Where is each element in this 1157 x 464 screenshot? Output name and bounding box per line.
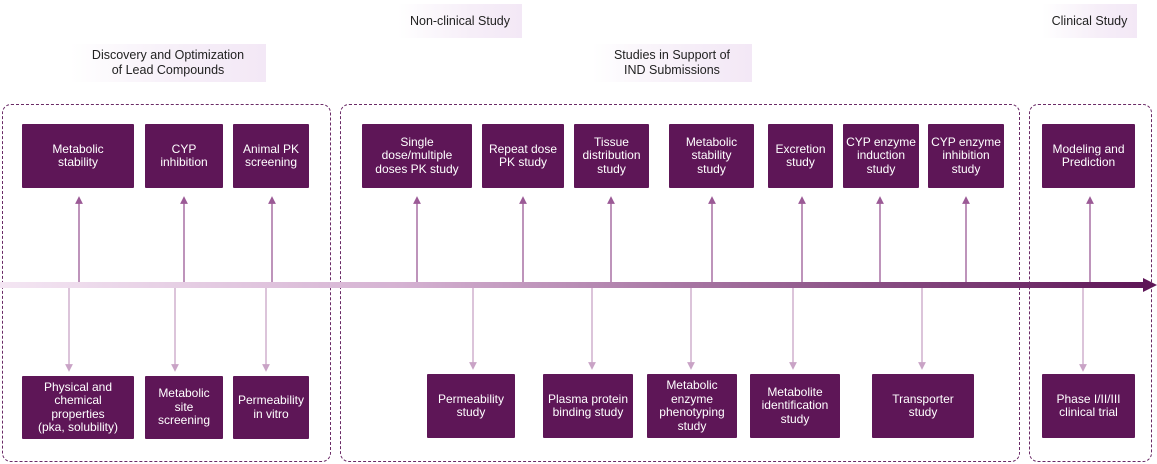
box-metabolic-site-screening: Metabolic site screening xyxy=(145,376,223,439)
box-transporter-study: Transporter study xyxy=(872,374,974,438)
box-excretion-study: Excretion study xyxy=(768,124,833,188)
header-discovery: Discovery and Optimization of Lead Compo… xyxy=(70,44,266,82)
box-modeling-prediction: Modeling and Prediction xyxy=(1042,124,1135,188)
box-metabolic-stability-study: Metabolic stability study xyxy=(669,124,754,188)
box-tissue-distribution: Tissue distribution study xyxy=(574,124,649,188)
box-metabolic-stability: Metabolic stability xyxy=(22,124,134,188)
timeline-bar xyxy=(0,282,1145,288)
box-cyp-enzyme-induction: CYP enzyme induction study xyxy=(843,124,919,188)
box-clinical-trial: Phase I/II/III clinical trial xyxy=(1042,374,1135,438)
box-plasma-protein-binding: Plasma protein binding study xyxy=(543,374,633,438)
timeline-arrowhead xyxy=(1143,278,1157,292)
header-clinical: Clinical Study xyxy=(1042,4,1137,38)
box-metabolic-enzyme-phenotyping: Metabolic enzyme phenotyping study xyxy=(647,374,737,438)
box-animal-pk-screening: Animal PK screening xyxy=(233,124,309,188)
header-nonclinical: Non-clinical Study xyxy=(398,4,522,38)
box-single-multiple-dose-pk: Single dose/multiple doses PK study xyxy=(362,124,472,188)
box-physical-chemical-properties: Physical and chemical properties (pka, s… xyxy=(22,376,134,439)
box-metabolite-identification: Metabolite identification study xyxy=(750,374,840,438)
box-repeat-dose-pk: Repeat dose PK study xyxy=(482,124,564,188)
box-cyp-enzyme-inhibition: CYP enzyme inhibition study xyxy=(928,124,1004,188)
box-cyp-inhibition: CYP inhibition xyxy=(145,124,223,188)
header-ind: Studies in Support of IND Submissions xyxy=(592,44,752,82)
box-permeability-in-vitro: Permeability in vitro xyxy=(233,376,309,439)
box-permeability-study: Permeability study xyxy=(427,374,515,438)
